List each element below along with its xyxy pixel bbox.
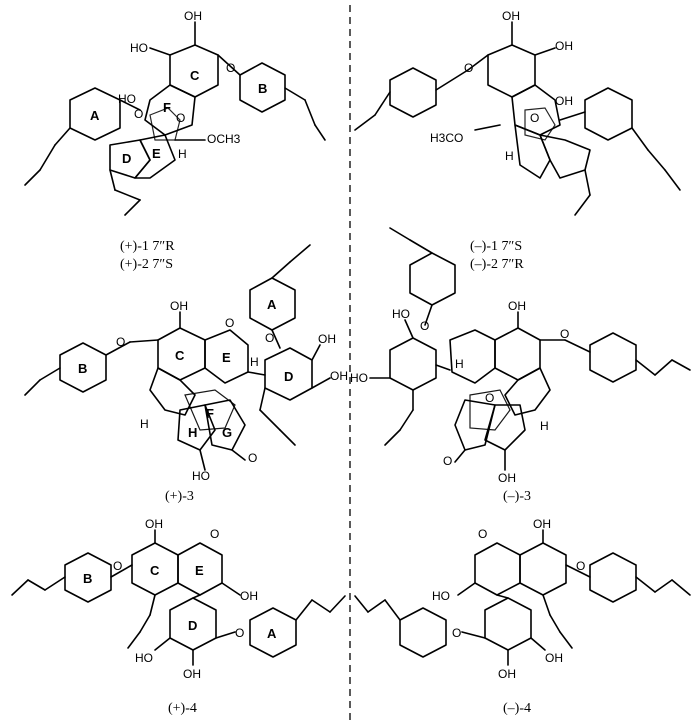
atom-oh-5b: OH <box>240 589 258 603</box>
atom-h-3a: H <box>250 355 259 369</box>
atom-o-ring-2: O <box>530 111 539 125</box>
atom-ho-5: HO <box>135 651 153 665</box>
ring-label-E: E <box>152 146 161 161</box>
atom-o-3b: O <box>225 316 234 330</box>
atom-h-4a: H <box>455 357 464 371</box>
structure-plus-3: C E B A D F H G OH O O OH OH O H H HO O … <box>24 244 348 504</box>
atom-oh-3b: OH <box>318 332 336 346</box>
atom-h: H <box>178 147 187 161</box>
atom-o-5a: O <box>113 559 122 573</box>
ring-label-D-5: D <box>188 618 197 633</box>
atom-oh-4b: OH <box>498 471 516 485</box>
ring-label-A-3: A <box>267 297 277 312</box>
atom-o-4d: O <box>443 454 452 468</box>
atom-o-3c: O <box>265 331 274 345</box>
atom-o-4a: O <box>560 327 569 341</box>
atom-o-link: O <box>134 107 143 121</box>
atom-ho-4b: HO <box>350 371 368 385</box>
atom-oh-6c: OH <box>498 667 516 681</box>
ring-label-C-3: C <box>175 348 185 363</box>
caption-plus-2: (+)-2 7″S <box>120 257 173 272</box>
structure-plus-1: C B A F D E OH HO HO O O O OCH3 H (+)-1 … <box>24 9 326 272</box>
atom-o-6a: O <box>576 559 585 573</box>
atom-oh-3c: OH <box>330 369 348 383</box>
ring-label-E-5: E <box>195 563 204 578</box>
atom-o-6c: O <box>452 626 461 640</box>
ring-label-D-3: D <box>284 369 293 384</box>
atom-oh-4a: OH <box>508 299 526 313</box>
atom-h-2: H <box>505 149 514 163</box>
atom-o-3a: O <box>116 335 125 349</box>
atom-o-5c: O <box>235 626 244 640</box>
caption-plus-3: (+)-3 <box>165 489 194 504</box>
ring-label-E-3: E <box>222 350 231 365</box>
atom-o-4c: O <box>485 391 494 405</box>
atom-oh-right-2: OH <box>555 39 573 53</box>
caption-plus-1: (+)-1 7″R <box>120 239 175 254</box>
atom-o-5b: O <box>210 527 219 541</box>
atom-och3: OCH3 <box>207 132 241 146</box>
atom-oh-4-2: OH <box>555 94 573 108</box>
atom-oh-5a: OH <box>145 517 163 531</box>
atom-oh-top: OH <box>184 9 202 23</box>
atom-oh-top-2: OH <box>502 9 520 23</box>
ring-label-C: C <box>190 68 200 83</box>
atom-ho-left: HO <box>130 41 148 55</box>
atom-ho-4: HO <box>118 92 136 106</box>
atom-ho-6a: HO <box>432 589 450 603</box>
atom-o-ether-2: O <box>464 61 473 75</box>
structure-plus-4: C E D B A OH O O OH O HO OH (+)-4 <box>11 517 346 716</box>
atom-h3co: H3CO <box>430 131 463 145</box>
ring-label-B: B <box>258 81 267 96</box>
ring-label-A-5: A <box>267 626 277 641</box>
caption-minus-1: (–)-1 7″S <box>470 239 522 254</box>
atom-o-4b: O <box>420 319 429 333</box>
ring-label-B-3: B <box>78 361 87 376</box>
structure-minus-4: OH O O HO O OH OH (–)-4 <box>354 517 691 716</box>
atom-ho-4a: HO <box>392 307 410 321</box>
ring-label-C-5: C <box>150 563 160 578</box>
atom-o-ether: O <box>226 61 235 75</box>
atom-o-6b: O <box>478 527 487 541</box>
atom-ho-3: HO <box>192 469 210 483</box>
ring-label-B-5: B <box>83 571 92 586</box>
atom-o-ring: O <box>176 111 185 125</box>
caption-plus-4: (+)-4 <box>168 701 197 716</box>
atom-h-4b: H <box>540 419 549 433</box>
ring-label-A: A <box>90 108 100 123</box>
ring-label-H-3: H <box>188 425 197 440</box>
ring-label-D: D <box>122 151 131 166</box>
structure-minus-3: OH O O HO HO H H O OH O (–)-3 <box>350 227 691 504</box>
ring-label-F-3: F <box>206 406 214 421</box>
atom-oh-3: OH <box>170 299 188 313</box>
atom-h-3b: H <box>140 417 149 431</box>
caption-minus-3: (–)-3 <box>503 489 531 504</box>
atom-oh-6b: OH <box>545 651 563 665</box>
atom-oh-5c: OH <box>183 667 201 681</box>
structure-minus-1: OH OH OH O O H3CO H (–)-1 7″S (–)-2 7″R <box>354 9 681 272</box>
ring-label-F: F <box>163 100 171 115</box>
caption-minus-2: (–)-2 7″R <box>470 257 524 272</box>
ring-label-G-3: G <box>222 425 232 440</box>
atom-oh-6a: OH <box>533 517 551 531</box>
atom-o-3d: O <box>248 451 257 465</box>
caption-minus-4: (–)-4 <box>503 701 531 716</box>
